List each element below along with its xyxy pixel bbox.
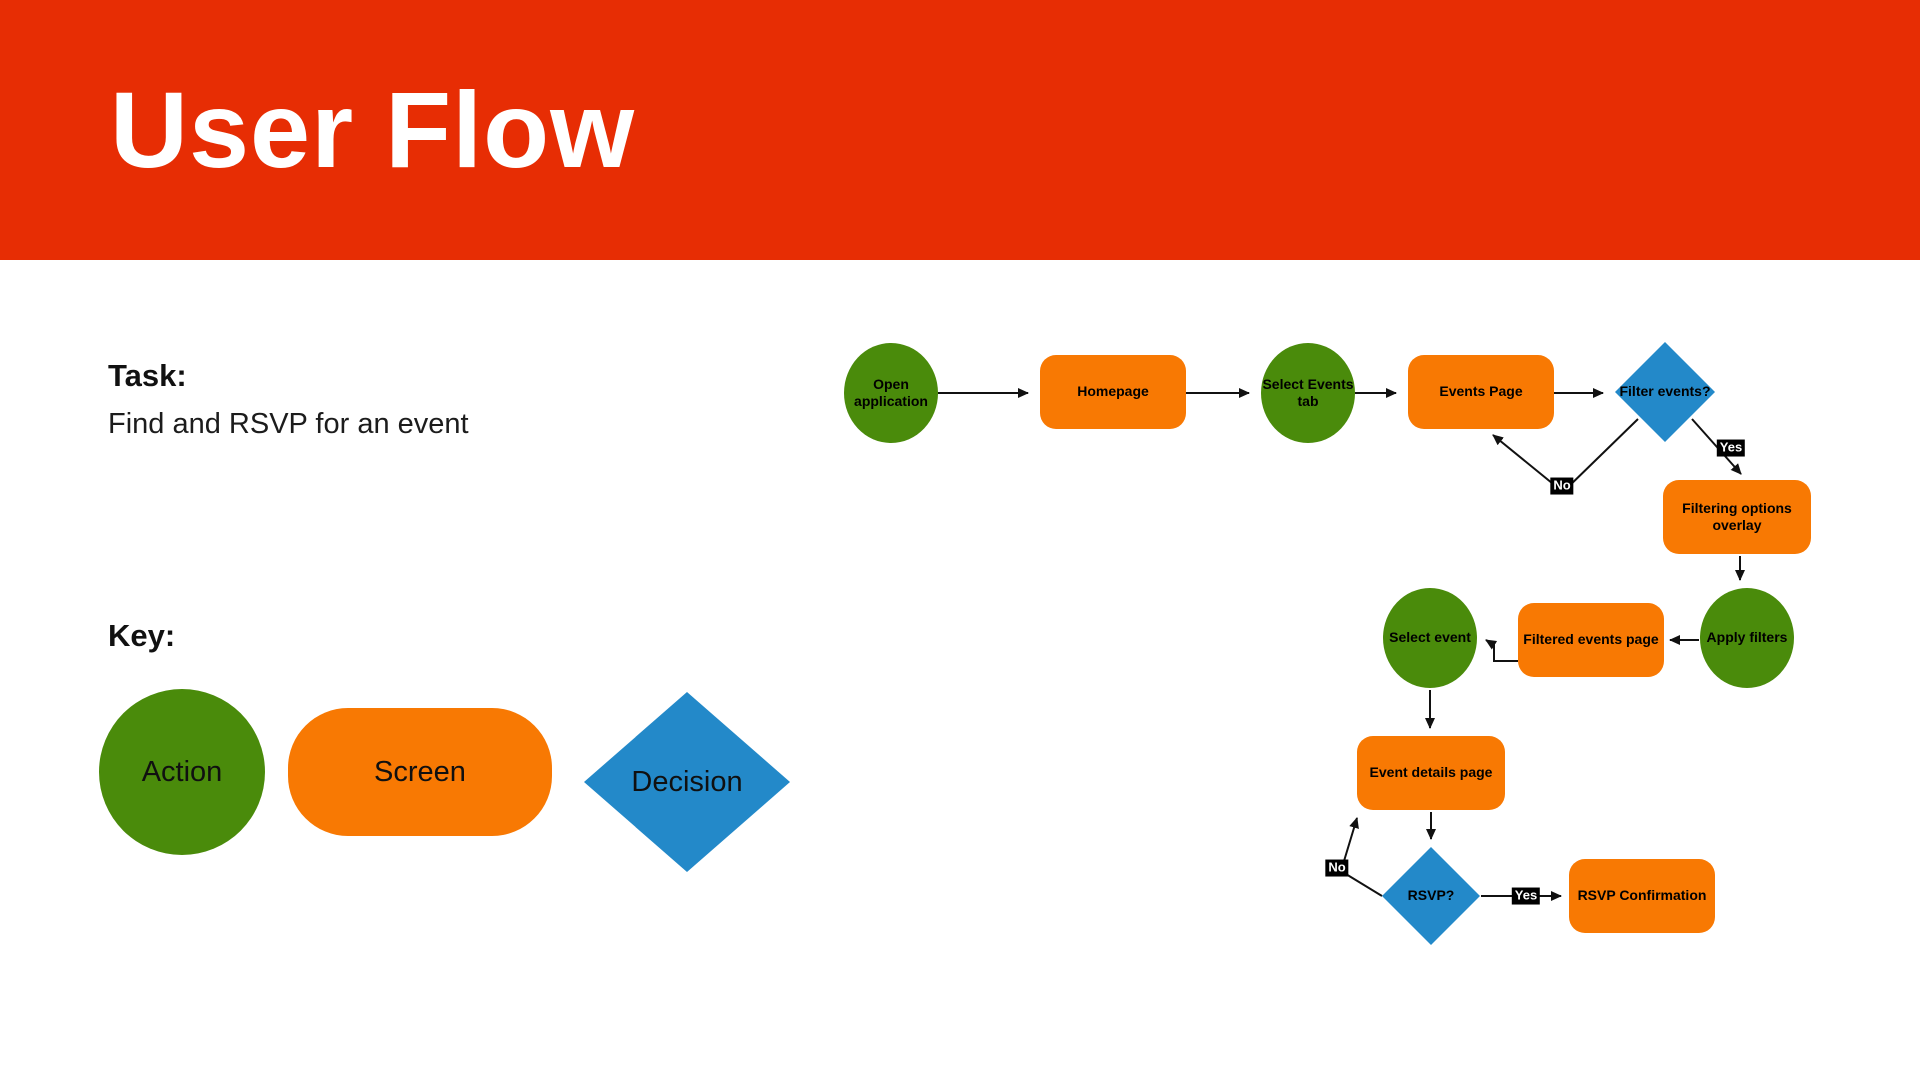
node-label-rsvp-confirmation: RSVP Confirmation xyxy=(1577,887,1707,904)
node-label-open-application: Open application xyxy=(854,375,928,410)
key-decision-label: Decision xyxy=(631,765,743,798)
node-rsvp xyxy=(1382,847,1480,945)
edge-filtered-page-to-select-event xyxy=(1485,639,1518,662)
node-event-details-page xyxy=(1357,736,1505,810)
node-apply-filters xyxy=(1700,588,1794,688)
header-banner: User Flow xyxy=(0,0,1920,260)
node-label-select-events-tab: Select Events tab xyxy=(1262,375,1354,410)
task-description: Find and RSVP for an event xyxy=(108,408,469,440)
node-label-rsvp: RSVP? xyxy=(1407,887,1455,904)
node-filtering-options-overlay xyxy=(1663,480,1811,554)
node-open-application xyxy=(844,343,938,443)
edge-label-filter-yes: Yes xyxy=(1716,439,1746,457)
key-action-label: Action xyxy=(141,755,223,788)
edge-rsvp-no xyxy=(1339,817,1383,897)
node-select-event xyxy=(1383,588,1477,688)
node-label-filtered-events-page: Filtered events page xyxy=(1523,631,1659,648)
edge-label-rsvp-no: No xyxy=(1325,859,1349,877)
node-homepage xyxy=(1040,355,1186,429)
edge-label-rsvp-yes: Yes xyxy=(1511,887,1541,905)
key-screen-label: Screen xyxy=(374,755,466,788)
key-action-shape: Action xyxy=(99,689,265,855)
node-rsvp-confirmation xyxy=(1569,859,1715,933)
node-select-events-tab xyxy=(1261,343,1355,443)
node-label-filter-events: Filter events? xyxy=(1619,383,1711,400)
node-label-filtering-options-overlay: Filtering options overlay xyxy=(1682,499,1792,534)
node-label-events-page: Events Page xyxy=(1439,383,1523,400)
node-label-select-event: Select event xyxy=(1389,629,1471,646)
edge-label-filter-no: No xyxy=(1550,477,1574,495)
edge-filter-yes xyxy=(1691,418,1742,475)
node-label-homepage: Homepage xyxy=(1077,383,1149,400)
node-events-page xyxy=(1408,355,1554,429)
key-screen-shape: Screen xyxy=(288,708,552,836)
node-label-event-details-page: Event details page xyxy=(1369,764,1493,781)
node-label-apply-filters: Apply filters xyxy=(1706,629,1788,646)
node-filtered-events-page xyxy=(1518,603,1664,677)
key-label: Key: xyxy=(108,618,176,653)
task-label: Task: xyxy=(108,358,187,393)
node-filter-events xyxy=(1615,342,1715,442)
page-title: User Flow xyxy=(110,69,636,190)
